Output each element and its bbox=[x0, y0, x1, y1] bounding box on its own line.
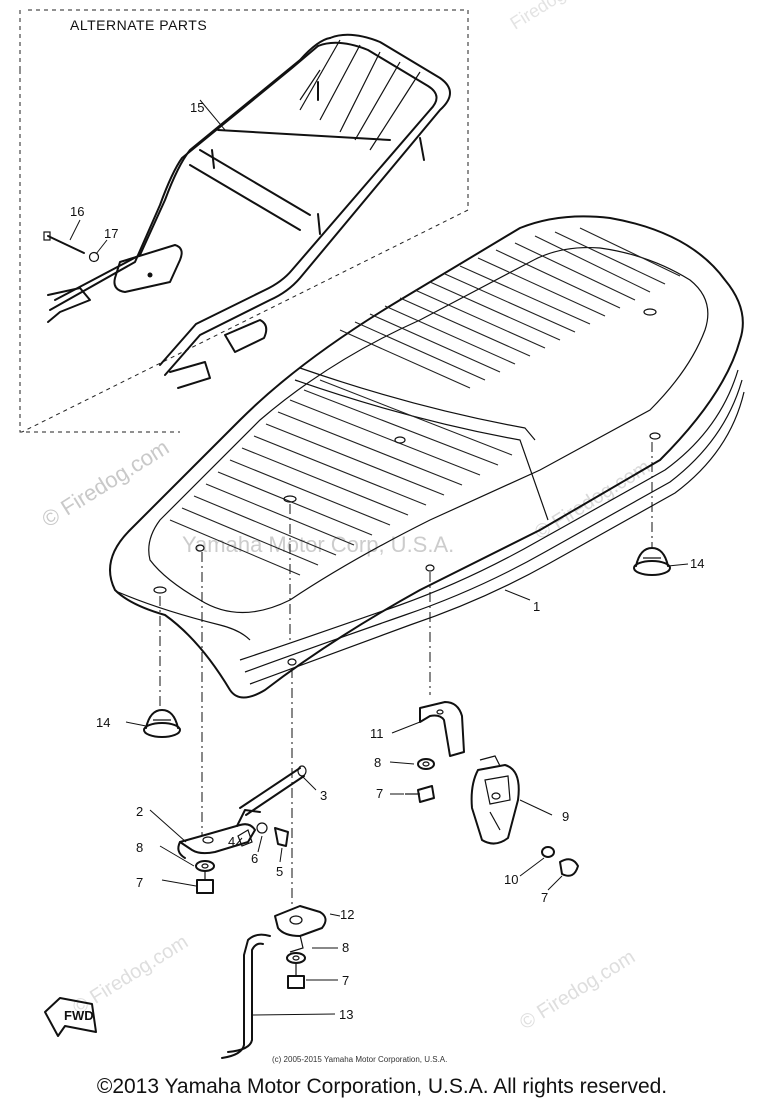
alternate-parts-border-left bbox=[19, 70, 180, 433]
small-copyright: (c) 2005-2015 Yamaha Motor Corporation, … bbox=[272, 1055, 447, 1064]
callout-13: 13 bbox=[339, 1007, 353, 1022]
watermark-firedog-top-right: Firedog.com bbox=[507, 0, 602, 33]
fwd-arrow: FWD bbox=[44, 997, 97, 1037]
alternate-parts-border-right bbox=[21, 9, 469, 433]
watermark-firedog-bottom-left: © Firedog.com bbox=[69, 931, 192, 1019]
callout-6: 6 bbox=[251, 851, 258, 866]
callout-4: 4 bbox=[228, 834, 235, 849]
callout-7-lock: 7 bbox=[541, 890, 548, 905]
leader-lines bbox=[69, 99, 689, 1016]
callout-14-left: 14 bbox=[96, 715, 110, 730]
alternate-parts-label: ALTERNATE PARTS bbox=[70, 17, 207, 33]
callout-5: 5 bbox=[276, 864, 283, 879]
rear-bracket-lock bbox=[405, 701, 579, 877]
footer-copyright: ©2013 Yamaha Motor Corporation, U.S.A. A… bbox=[97, 1075, 667, 1098]
grommet-right bbox=[633, 547, 671, 576]
callout-3: 3 bbox=[320, 788, 327, 803]
callout-10: 10 bbox=[504, 872, 518, 887]
callout-9: 9 bbox=[562, 809, 569, 824]
alternate-parts-box: ALTERNATE PARTS bbox=[19, 9, 469, 433]
seat-assembly bbox=[109, 215, 745, 699]
callout-1: 1 bbox=[533, 599, 540, 614]
callout-8-stay: 8 bbox=[342, 940, 349, 955]
callout-7-front: 7 bbox=[136, 875, 143, 890]
stay-assembly bbox=[221, 905, 327, 1059]
callout-17: 17 bbox=[104, 226, 118, 241]
watermark-yamaha-center: Yamaha Motor Corp, U.S.A. bbox=[182, 532, 454, 557]
callout-2: 2 bbox=[136, 804, 143, 819]
grommet-left bbox=[143, 709, 181, 738]
front-bracket bbox=[177, 765, 307, 894]
luggage-rack bbox=[43, 33, 451, 389]
watermark-firedog-bottom-right: © Firedog.com bbox=[516, 946, 639, 1034]
fwd-label: FWD bbox=[64, 1008, 94, 1023]
watermark-firedog-left: © Firedog.com bbox=[37, 434, 173, 532]
callouts: 1 2 3 4 5 6 7 7 7 7 8 8 8 9 10 11 12 13 … bbox=[70, 100, 704, 1022]
callout-16: 16 bbox=[70, 204, 84, 219]
callout-12: 12 bbox=[340, 907, 354, 922]
callout-11: 11 bbox=[370, 726, 384, 741]
callout-7-rear: 7 bbox=[376, 786, 383, 801]
callout-7-stay: 7 bbox=[342, 973, 349, 988]
callout-8-rear: 8 bbox=[374, 755, 381, 770]
alignment-lines bbox=[159, 442, 653, 905]
callout-8-front: 8 bbox=[136, 840, 143, 855]
callout-14-right: 14 bbox=[690, 556, 704, 571]
callout-15: 15 bbox=[190, 100, 204, 115]
